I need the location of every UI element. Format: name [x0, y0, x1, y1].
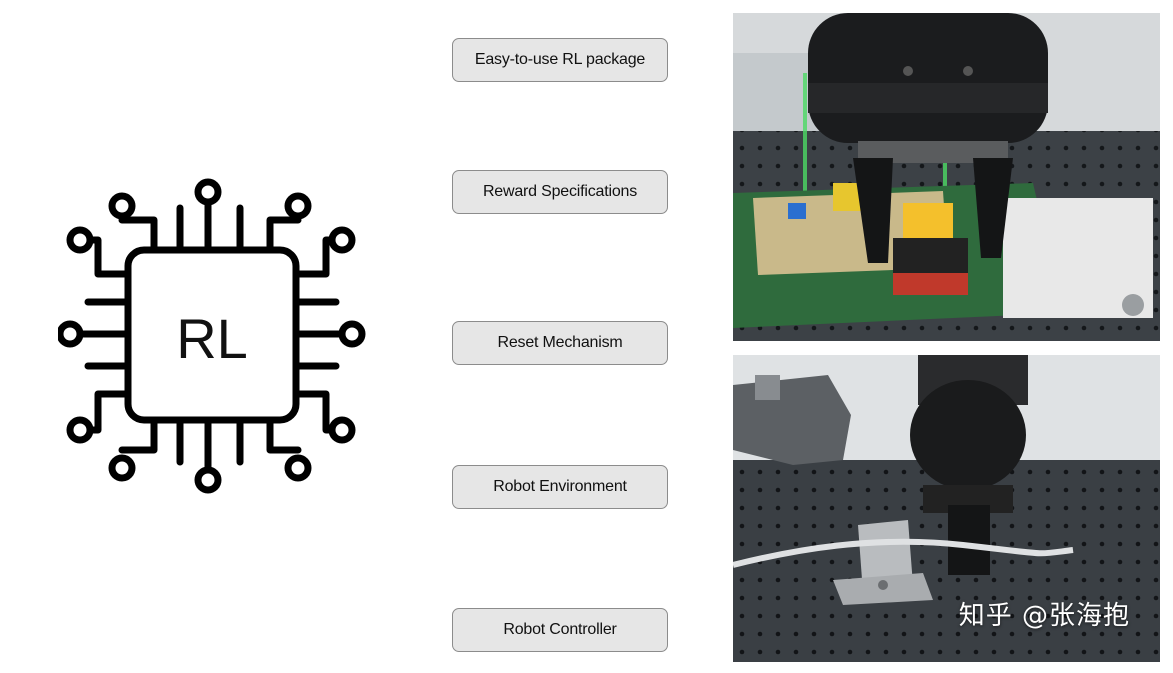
label-robot-controller: Robot Controller: [452, 608, 668, 652]
chip-label: RL: [176, 307, 248, 370]
label-reward-specifications: Reward Specifications: [452, 170, 668, 214]
robot-gripper-cable-photo: 知乎 @张海抱: [733, 355, 1160, 662]
robot-gripper-pcb-photo: [733, 13, 1160, 341]
label-reset-mechanism: Reset Mechanism: [452, 321, 668, 365]
rl-chip-icon: RL: [56, 178, 368, 498]
label-robot-environment: Robot Environment: [452, 465, 668, 509]
label-rl-package: Easy-to-use RL package: [452, 38, 668, 82]
watermark: 知乎 @张海抱: [958, 601, 1130, 631]
